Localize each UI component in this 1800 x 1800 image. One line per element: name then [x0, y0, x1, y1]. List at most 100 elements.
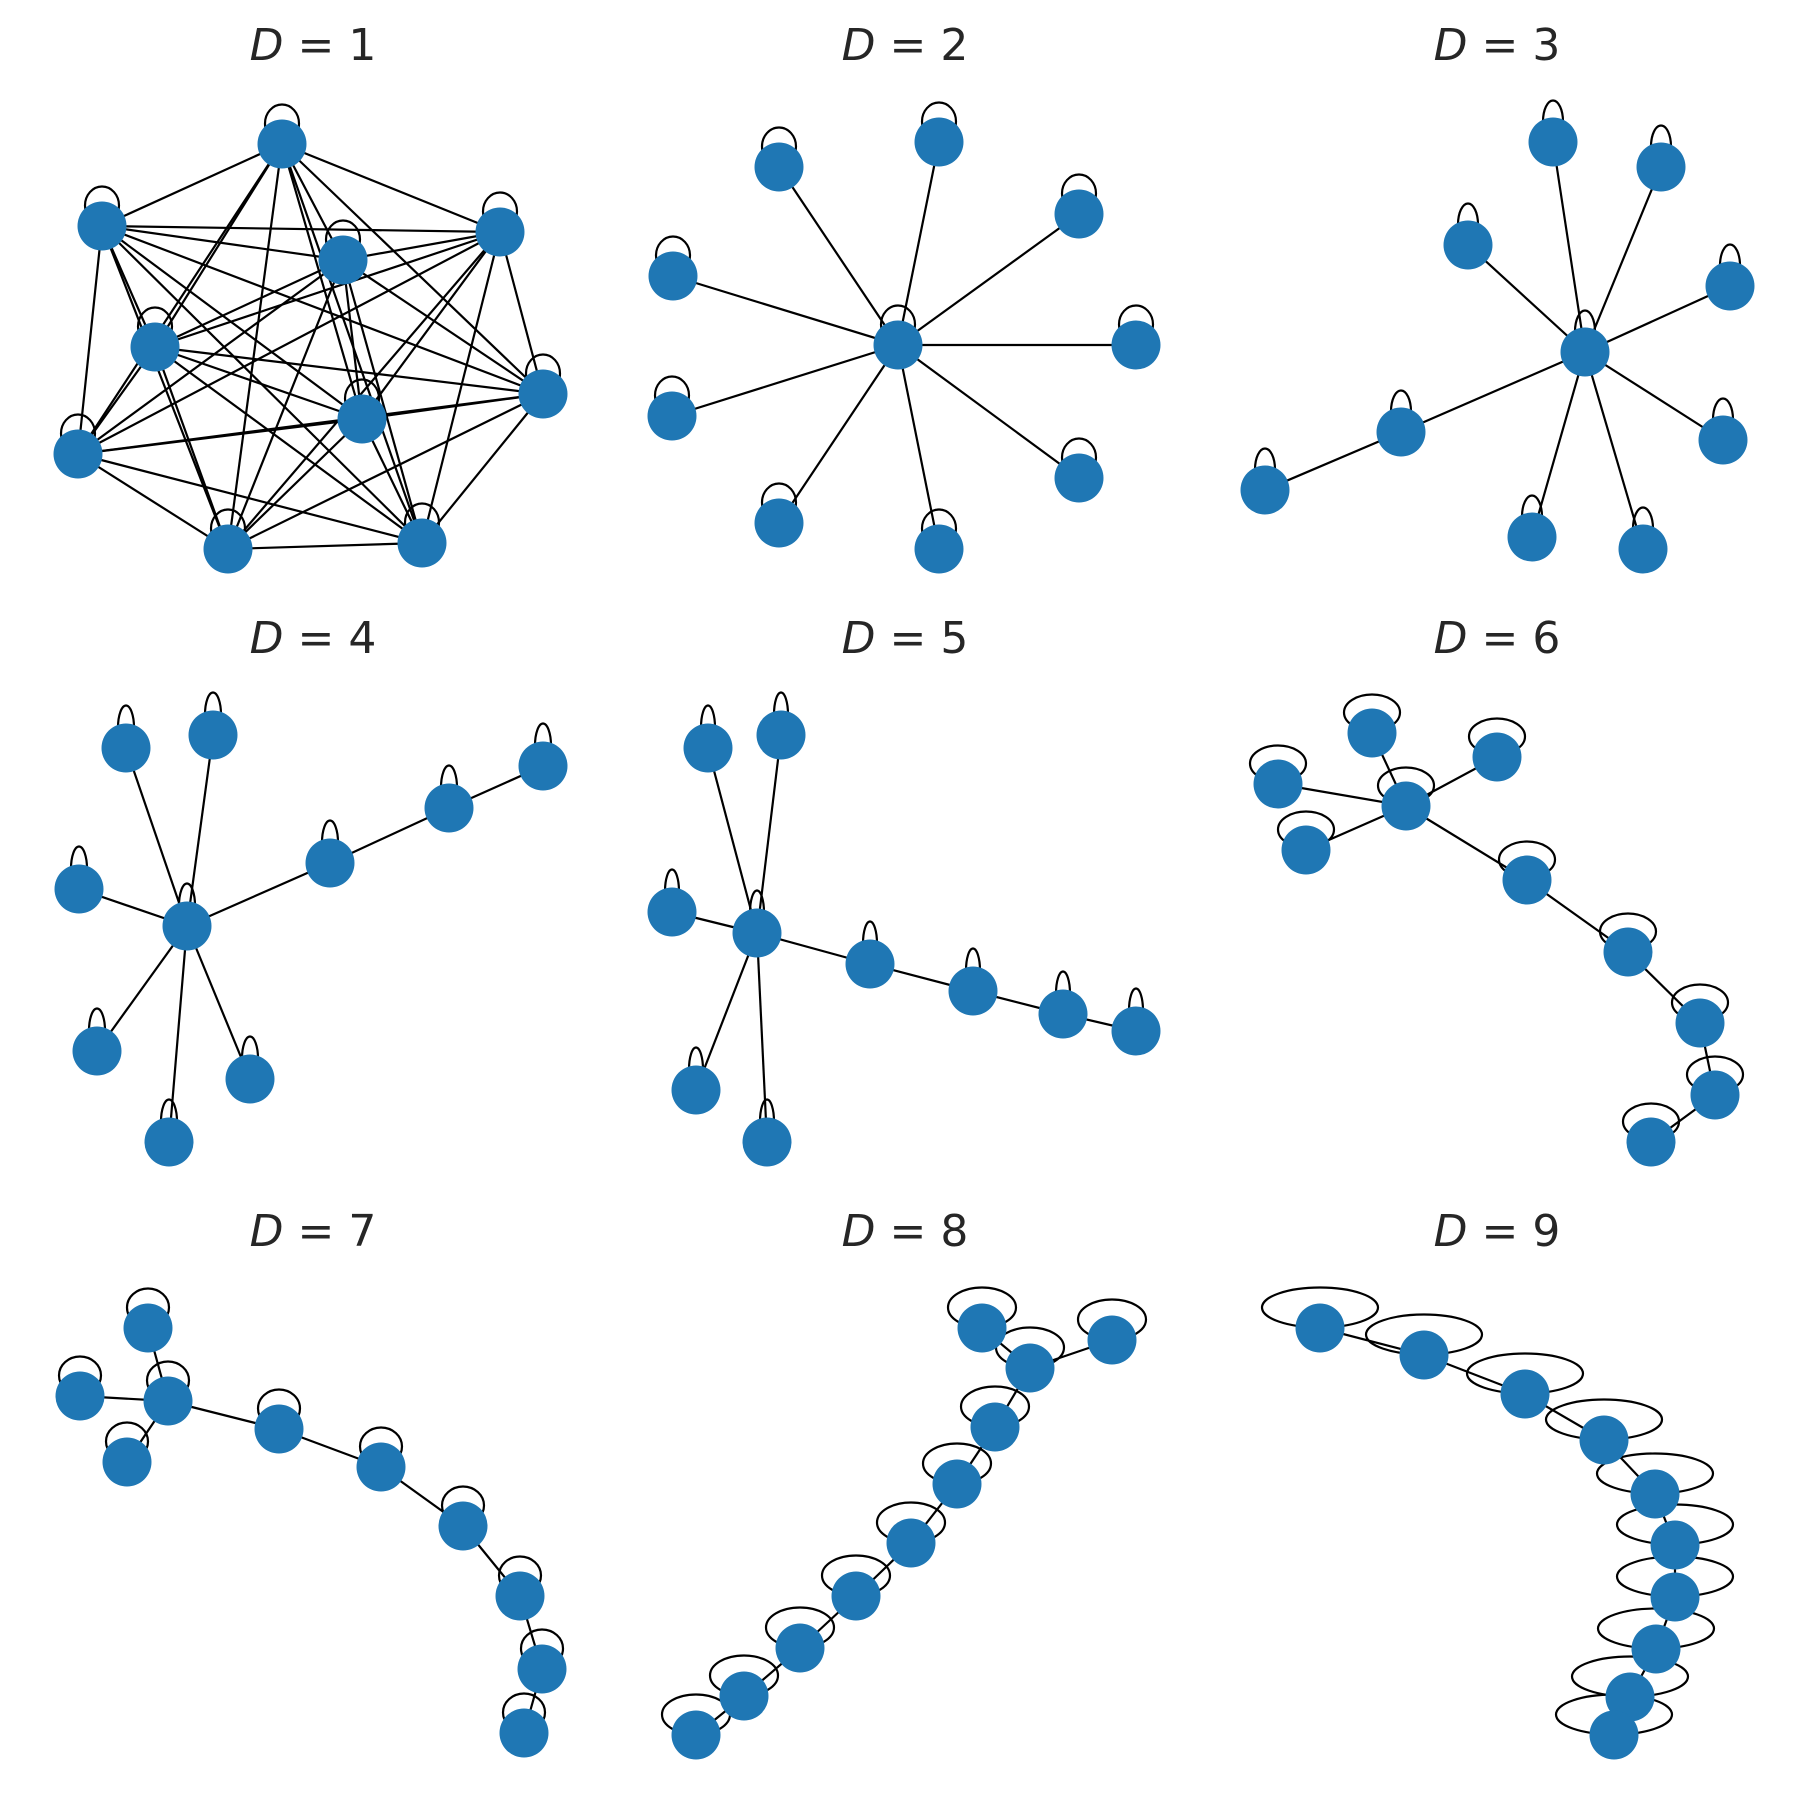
graph-node — [144, 1117, 194, 1167]
graph-node — [356, 1442, 406, 1492]
graph-edge — [101, 142, 283, 228]
graph-edge — [281, 142, 501, 234]
graph-edge — [1400, 350, 1586, 434]
graph-panel-1 — [53, 103, 568, 574]
graph-edge — [185, 734, 215, 927]
panel-title-d7: D = 7 — [250, 1206, 377, 1257]
graph-edge — [281, 143, 544, 395]
graph-node — [932, 1459, 982, 1509]
graph-node — [1579, 1415, 1629, 1465]
graph-edge — [1551, 141, 1587, 353]
graph-edge — [1467, 244, 1586, 353]
graph-node — [1507, 512, 1557, 562]
graph-node — [1295, 1303, 1345, 1353]
graph-node — [1675, 998, 1725, 1048]
graph-node — [203, 524, 253, 574]
panel-title-d5: D = 5 — [842, 613, 969, 664]
graph-node — [948, 966, 998, 1016]
graph-edge — [153, 346, 230, 550]
graph-node — [1443, 220, 1493, 270]
graph-node — [1253, 759, 1303, 809]
graph-edge — [101, 224, 344, 262]
graph-node — [732, 908, 782, 958]
graph-edge — [101, 225, 363, 420]
graph-node — [683, 723, 733, 773]
graph-edge — [96, 925, 188, 1052]
title-var: D — [842, 613, 876, 664]
graph-node — [1111, 1006, 1161, 1056]
graph-edge — [1583, 351, 1645, 550]
graph-node — [438, 1501, 488, 1551]
graph-panel-4 — [54, 691, 568, 1167]
graph-node — [1605, 1672, 1655, 1722]
graph-node — [54, 864, 104, 914]
graph-edge — [227, 541, 423, 551]
graph-edge — [672, 274, 899, 347]
graph-edge — [896, 141, 941, 346]
graph-node — [1589, 1710, 1639, 1760]
graph-edge — [154, 346, 423, 544]
graph-node — [719, 1671, 769, 1721]
graph-node — [754, 142, 804, 192]
graph-node — [499, 1708, 549, 1758]
graph-edge — [77, 417, 363, 456]
graph-node — [647, 887, 697, 937]
panel-title-d3: D = 3 — [1434, 20, 1561, 71]
title-value: 5 — [940, 613, 968, 664]
graph-node — [914, 117, 964, 167]
graph-edge — [896, 344, 941, 550]
graph-panel-9 — [1260, 1286, 1735, 1760]
graph-node — [1650, 1572, 1700, 1622]
title-value: 6 — [1532, 613, 1560, 664]
graph-node — [337, 394, 387, 444]
title-value: 2 — [940, 20, 968, 71]
graph-node — [77, 201, 127, 251]
graph-edge — [341, 259, 364, 420]
graph-node — [72, 1026, 122, 1076]
graph-node — [1347, 708, 1397, 758]
title-var: D — [1434, 613, 1468, 664]
graph-panel-5 — [647, 691, 1161, 1167]
graph-node — [1690, 1070, 1740, 1120]
graph-node — [1603, 927, 1653, 977]
graph-edge — [421, 393, 544, 544]
graph-edge — [1264, 430, 1402, 492]
graph-node — [143, 1376, 193, 1426]
graph-node — [775, 1623, 825, 1673]
graph-edge — [227, 418, 363, 550]
graph-node — [647, 391, 697, 441]
title-value: 8 — [940, 1206, 968, 1257]
graph-node — [254, 1404, 304, 1454]
graph-edge — [77, 231, 501, 455]
title-var: D — [842, 1206, 876, 1257]
graph-node — [756, 710, 806, 760]
graph-edge — [694, 932, 759, 1091]
graph-edge — [1584, 351, 1724, 441]
graph-edge — [778, 166, 899, 346]
graph-node — [123, 1303, 173, 1353]
panel-title-d9: D = 9 — [1434, 1206, 1561, 1257]
graph-node — [101, 723, 151, 773]
graph-edge — [498, 231, 545, 395]
graph-node — [1698, 415, 1748, 465]
graph-node — [754, 498, 804, 548]
graph-node — [957, 1303, 1007, 1353]
graph-node — [1650, 1520, 1700, 1570]
panel-titles: D = 1 D = 2 D = 3 D = 4 D = 5 D = 6 D = … — [250, 20, 1561, 1257]
graph-node — [53, 429, 103, 479]
graph-node — [130, 322, 180, 372]
title-var: D — [1434, 1206, 1468, 1257]
graph-edge — [185, 925, 252, 1080]
graph-edge — [361, 231, 501, 420]
graph-edge — [342, 230, 501, 262]
graph-edge — [101, 224, 501, 234]
panel-title-d6: D = 6 — [1434, 613, 1561, 664]
graph-node — [1381, 781, 1431, 831]
graph-edge — [124, 747, 189, 927]
title-value: 1 — [348, 20, 376, 71]
graph-edge — [154, 345, 544, 396]
title-var: D — [250, 1206, 284, 1257]
graph-edge — [778, 344, 899, 524]
graph-edge — [186, 861, 331, 928]
graph-node — [1472, 732, 1522, 782]
